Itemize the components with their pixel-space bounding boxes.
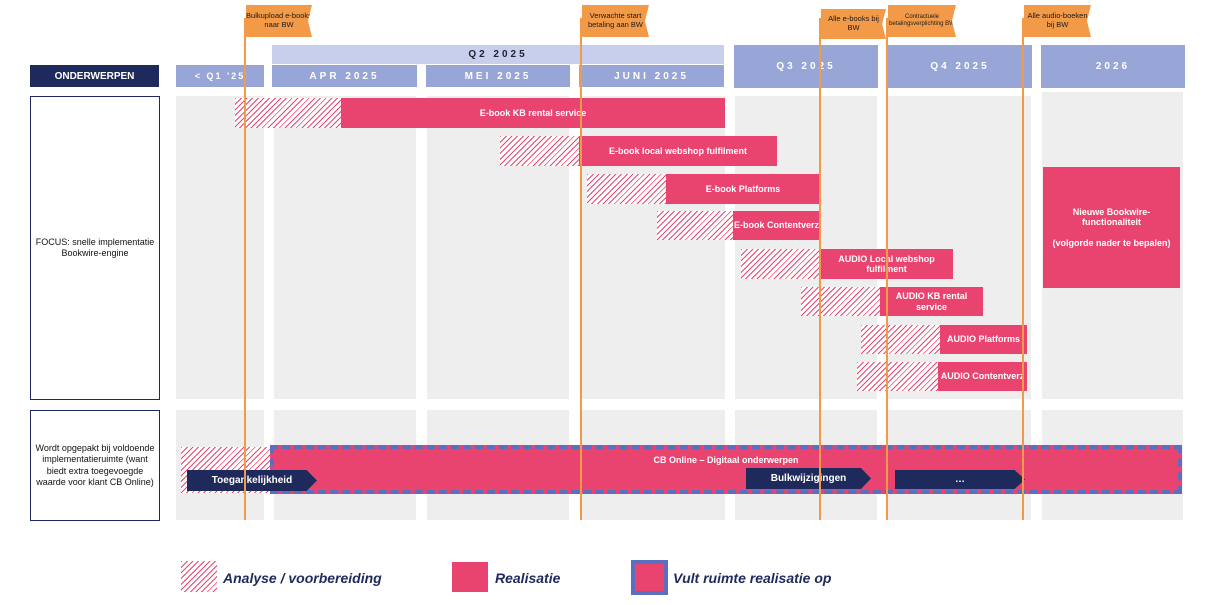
analysis-bar-3 (587, 174, 667, 204)
analysis-bar-4 (657, 211, 734, 240)
header-q2: Q2 2025 (272, 45, 724, 64)
milestone-line-1 (244, 18, 246, 520)
column-bg-apr (274, 96, 416, 399)
milestone-line-3 (819, 18, 821, 520)
milestone-line-5 (1022, 18, 1024, 520)
milestone-line-2 (580, 18, 582, 520)
arrow-more: … (895, 470, 1025, 489)
column-bg-q1 (176, 96, 264, 399)
legend-swatch-realisatie (452, 562, 488, 592)
analysis-bar-6 (801, 287, 881, 316)
arrow-toegankelijkheid: Toegankelijkheid (187, 470, 317, 491)
analysis-bar-1 (235, 98, 342, 128)
legend-swatch-analyse (181, 561, 217, 592)
topics-header: ONDERWERPEN (30, 65, 159, 87)
analysis-bar-5 (741, 249, 821, 279)
legend-label-analyse: Analyse / voorbereiding (223, 570, 382, 586)
milestone-flag-alle-ebooks: Alle e-books bij BW (821, 9, 886, 39)
realisation-bar-ebook-webshop: E-book local webshop fulfilment (579, 136, 777, 166)
new-functionality-title: Nieuwe Bookwire-functionaliteit (1072, 206, 1151, 228)
header-q4: Q4 2025 (888, 45, 1032, 88)
new-functionality-note: (volgorde nader te bepalen) (1052, 237, 1171, 248)
cb-online-label: CB Online – Digitaal onderwerpen (653, 455, 799, 465)
header-q1: < Q1 '25 (176, 65, 264, 87)
realisation-bar-audio-contentverz: AUDIO Contentverz (938, 362, 1027, 391)
analysis-bar-7 (861, 325, 941, 354)
realisation-bar-audio-kb-rental: AUDIO KB rental service (880, 287, 983, 316)
legend-swatch-vult (631, 560, 668, 595)
milestone-flag-bulkupload: Bulkupload e-books naar BW (246, 5, 312, 37)
milestone-flag-contractueel: Contractuele betalingsverplichting BW (888, 5, 956, 37)
header-q3: Q3 2025 (734, 45, 878, 88)
analysis-bar-8 (857, 362, 939, 391)
header-apr: APR 2025 (272, 65, 417, 87)
analysis-bar-2 (500, 136, 580, 166)
milestone-flag-start-betaling: Verwachte start betaling aan BW (582, 5, 649, 37)
cb-online-bar: CB Online – Digitaal onderwerpen (270, 445, 1182, 494)
header-2026: 2026 (1041, 45, 1185, 88)
legend-label-realisatie: Realisatie (495, 570, 561, 586)
milestone-line-4 (886, 18, 888, 520)
realisation-bar-ebook-platforms: E-book Platforms (666, 174, 820, 204)
realisation-bar-ebook-kb-rental: E-book KB rental service (341, 98, 725, 128)
header-mei: MEI 2025 (426, 65, 570, 87)
legend-label-vult: Vult ruimte realisatie op (673, 570, 832, 586)
new-bookwire-functionality-block: Nieuwe Bookwire-functionaliteit (volgord… (1043, 167, 1180, 288)
arrow-bulkwijzigingen: Bulkwijzigingen (746, 468, 871, 489)
realisation-bar-ebook-contentverz: E-book Contentverz (733, 211, 820, 240)
focus-row-label: FOCUS: snelle implementatie Bookwire-eng… (30, 96, 160, 400)
milestone-flag-alle-audio: Alle audio-boeken bij BW (1024, 5, 1091, 37)
extra-row-label: Wordt opgepakt bij voldoende implementat… (30, 410, 160, 521)
header-juni: JUNI 2025 (579, 65, 724, 87)
realisation-bar-audio-platforms: AUDIO Platforms (940, 325, 1027, 354)
